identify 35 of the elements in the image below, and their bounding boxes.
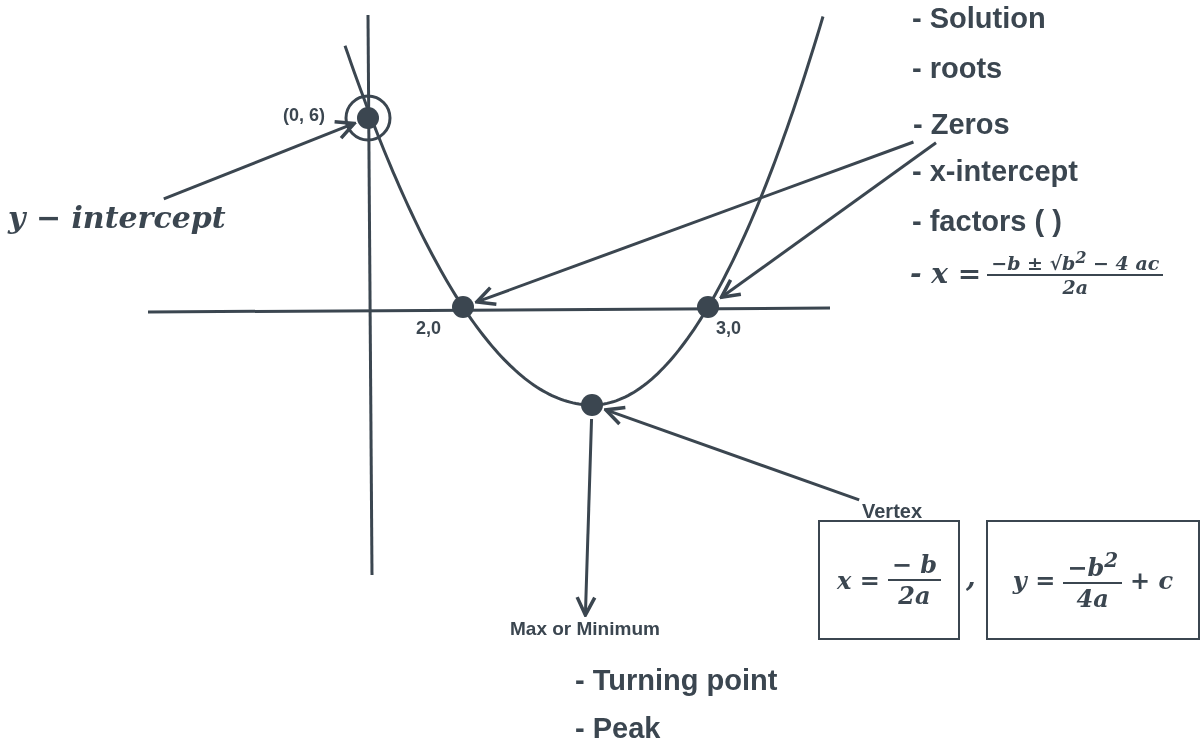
formula-text: y =	[1012, 565, 1056, 595]
formula-numerator: −b ± √b$^{2}$ − 4 ac	[987, 248, 1164, 277]
term-label: - factors ( )	[912, 205, 1062, 238]
arrow	[719, 141, 937, 300]
arrow	[604, 405, 860, 502]
point-label: 2,0	[416, 318, 442, 339]
formula-text: x =	[837, 565, 880, 595]
point-marker	[357, 107, 379, 129]
term-label: - Peak	[575, 712, 661, 745]
arrow	[163, 120, 356, 201]
arrow	[575, 418, 597, 617]
point-marker	[452, 296, 474, 318]
term-label: Vertex	[862, 500, 923, 523]
term-label: - roots	[912, 52, 1003, 85]
formula-numerator: − b	[887, 550, 941, 581]
formula-denominator: 2a	[898, 581, 931, 610]
point-label: 3,0	[716, 318, 742, 339]
formula-denominator: 4a	[1076, 583, 1109, 613]
formula-text: + c	[1130, 565, 1174, 595]
term-label: - Zeros	[913, 108, 1010, 141]
point-marker	[697, 296, 719, 318]
point-marker	[581, 394, 603, 416]
term-label: - Turning point	[575, 664, 778, 697]
comma-mark: ,	[966, 560, 976, 593]
axis-label: y − intercept	[8, 200, 226, 235]
arrow	[475, 140, 914, 306]
point-label: (0, 6)	[283, 105, 325, 126]
formula-box	[986, 520, 1200, 640]
formula-text: - x =	[910, 256, 982, 290]
term-label: - x-intercept	[912, 155, 1078, 188]
formula-denominator: 2a	[1062, 276, 1089, 299]
term-label: - Solution	[912, 2, 1046, 35]
formula-numerator: −b$^{2}$	[1063, 547, 1123, 584]
term-label: Max or Minimum	[510, 618, 660, 640]
formula-box	[818, 520, 960, 640]
